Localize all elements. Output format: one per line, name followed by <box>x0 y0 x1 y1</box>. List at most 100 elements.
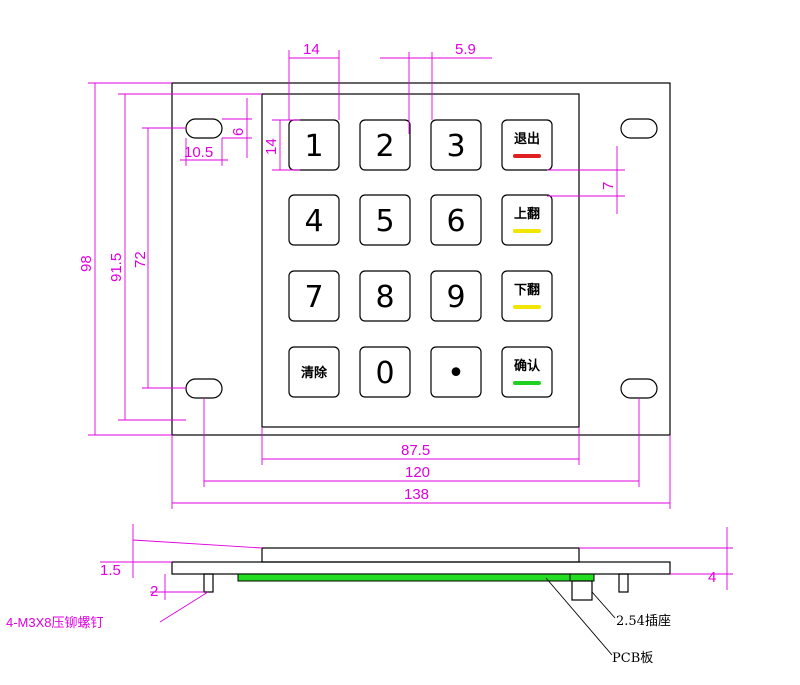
key-label: 8 <box>375 280 394 315</box>
key-label: 4 <box>304 204 323 239</box>
dim-hole-height: 6 <box>222 98 252 158</box>
dim-key-gap-label: 5.9 <box>455 41 476 58</box>
side-key-cover <box>261 547 580 563</box>
key-area-panel <box>261 93 580 428</box>
key-label: • <box>447 356 465 391</box>
key-label: 1 <box>304 129 323 164</box>
dim-hole-width: 10.5 <box>180 138 228 166</box>
dim-key-height: 14 <box>263 119 300 171</box>
dim-hole-pitch-vertical-label: 72 <box>132 251 149 268</box>
key-9[interactable]: 7 <box>288 270 340 322</box>
key-label: 2 <box>375 129 394 164</box>
side-connector-right <box>569 573 595 582</box>
key-1[interactable]: 1 <box>288 119 340 171</box>
key-6[interactable]: 5 <box>359 194 411 246</box>
annotation-socket: 2.54插座 <box>591 591 671 629</box>
key-label: 5 <box>375 204 394 239</box>
dim-hole-pitch-horizontal-label: 120 <box>405 464 430 481</box>
mount-hole-bottom-right <box>620 378 658 399</box>
dim-key-width: 14 <box>288 41 340 120</box>
key-12[interactable]: 下翻 <box>501 270 553 322</box>
key-4[interactable]: 退出 <box>501 119 553 171</box>
key-body[interactable] <box>288 194 340 246</box>
key-2[interactable]: 2 <box>359 119 411 171</box>
side-pcb-board <box>237 573 571 582</box>
dim-screw-offset: 2 <box>150 574 204 600</box>
key-body[interactable] <box>288 270 340 322</box>
dim-screw-offset-label: 2 <box>150 583 158 600</box>
dim-inner-height-label: 91.5 <box>108 253 125 282</box>
annotation-socket-label: 2.54插座 <box>616 614 671 629</box>
dim-key-width-label: 14 <box>303 41 320 58</box>
key-body[interactable] <box>288 346 340 398</box>
key-10[interactable]: 8 <box>359 270 411 322</box>
key-label: 7 <box>304 280 323 315</box>
side-view <box>171 547 671 601</box>
mount-hole-top-left <box>185 118 223 139</box>
key-indicator-stripe <box>513 229 541 233</box>
key-indicator-stripe <box>513 305 541 309</box>
key-body[interactable] <box>430 270 482 322</box>
outer-plate <box>171 82 671 436</box>
key-label: 退出 <box>514 131 540 147</box>
key-label: 下翻 <box>514 282 540 298</box>
dim-inner-height: 91.5 <box>108 93 262 421</box>
key-body[interactable] <box>359 194 411 246</box>
mount-hole-top-right <box>620 118 658 139</box>
side-socket <box>571 580 593 601</box>
key-label: 0 <box>375 356 394 391</box>
key-indicator-stripe <box>513 381 541 385</box>
key-label: 确认 <box>514 358 541 374</box>
annotation-screw: 4-M3X8压铆螺钉 <box>6 591 209 630</box>
key-11[interactable]: 9 <box>430 270 482 322</box>
dim-key-vertical-spacing-label: 7 <box>600 182 617 190</box>
key-label: 3 <box>446 129 465 164</box>
dim-total-width-label: 138 <box>404 486 429 503</box>
key-label: 上翻 <box>514 206 540 222</box>
key-body[interactable] <box>430 119 482 171</box>
dim-overall-thickness-label: 4 <box>708 569 716 586</box>
key-indicator-stripe <box>513 154 541 158</box>
dim-hole-pitch-horizontal: 120 <box>203 398 640 487</box>
annotation-screw-label: 4-M3X8压铆螺钉 <box>6 615 104 630</box>
dim-cover-thickness-label: 1.5 <box>100 562 121 579</box>
dim-hole-height-label: 6 <box>230 128 247 136</box>
dim-key-vertical-spacing: 7 <box>547 146 625 214</box>
key-body[interactable] <box>359 270 411 322</box>
side-screw-right <box>618 573 629 593</box>
key-15[interactable]: • <box>430 346 482 398</box>
annotation-pcb-label: PCB板 <box>612 651 653 666</box>
key-label: 9 <box>446 280 465 315</box>
dim-key-area-width-label: 87.5 <box>401 442 430 459</box>
side-plate <box>171 561 671 575</box>
key-body[interactable] <box>430 346 482 398</box>
key-body[interactable] <box>430 194 482 246</box>
key-label: 清除 <box>301 365 328 381</box>
key-8[interactable]: 上翻 <box>501 194 553 246</box>
dim-key-area-width: 87.5 <box>261 427 580 465</box>
key-body[interactable] <box>359 346 411 398</box>
dim-cover-thickness: 1.5 <box>100 524 263 579</box>
key-7[interactable]: 6 <box>430 194 482 246</box>
side-screw-left <box>203 573 214 593</box>
key-13[interactable]: 清除 <box>288 346 340 398</box>
mount-hole-bottom-left <box>185 378 223 399</box>
annotation-pcb: PCB板 <box>545 577 653 666</box>
dim-total-height-label: 98 <box>78 255 95 272</box>
key-16[interactable]: 确认 <box>501 346 553 398</box>
key-body[interactable] <box>288 119 340 171</box>
dim-total-height: 98 <box>78 82 172 436</box>
key-5[interactable]: 4 <box>288 194 340 246</box>
key-body[interactable] <box>359 119 411 171</box>
dim-key-gap: 5.9 <box>380 41 492 134</box>
dim-total-width: 138 <box>171 435 671 509</box>
dim-hole-width-label: 10.5 <box>184 144 213 161</box>
key-3[interactable]: 3 <box>430 119 482 171</box>
key-label: 6 <box>446 204 465 239</box>
key-14[interactable]: 0 <box>359 346 411 398</box>
dim-overall-thickness: 4 <box>579 527 733 590</box>
dim-hole-pitch-vertical: 72 <box>132 127 186 389</box>
